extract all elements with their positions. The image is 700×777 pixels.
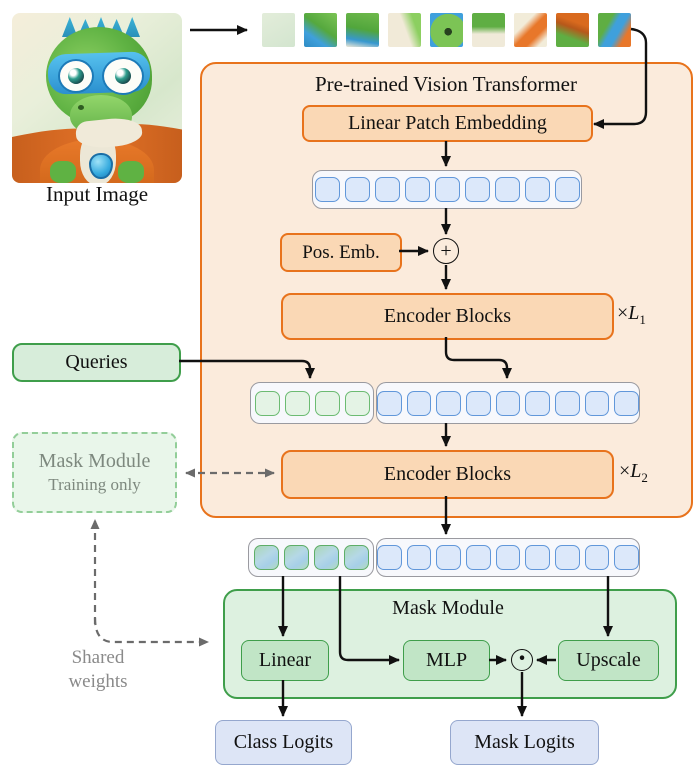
encoder-blocks-1-box: Encoder Blocks — [281, 293, 614, 340]
patch-token — [406, 390, 432, 416]
encoder-blocks-2-box: Encoder Blocks — [281, 450, 614, 499]
layer-variable: L — [628, 302, 640, 324]
image-patch — [598, 13, 631, 47]
layer-subscript: 2 — [641, 470, 648, 485]
query-token — [344, 390, 370, 416]
linear-patch-embedding-box: Linear Patch Embedding — [302, 105, 593, 142]
class-logits-box: Class Logits — [215, 720, 352, 765]
mask-logits-box: Mask Logits — [450, 720, 599, 765]
input-image-label: Input Image — [45, 182, 149, 206]
query-output-token — [253, 545, 279, 570]
patch-token — [314, 177, 340, 202]
patch-token — [494, 177, 520, 202]
training-mask-module-title: Mask Module — [38, 450, 151, 472]
patch-output-token — [555, 545, 580, 570]
mask-module-title: Mask Module — [392, 597, 504, 619]
image-patch — [262, 13, 295, 47]
patch-token — [614, 390, 640, 416]
linear-box: Linear — [241, 640, 329, 681]
layer-subscript: 1 — [639, 312, 646, 327]
image-patch — [472, 13, 505, 47]
query-output-token — [343, 545, 369, 570]
gecko-fist-left — [50, 161, 76, 183]
gecko-iris-right — [115, 68, 131, 84]
patch-token — [555, 390, 580, 416]
shared-weights-line2: weights — [68, 670, 128, 692]
query-output-token — [313, 545, 339, 570]
times-symbol: × — [619, 460, 631, 482]
dot-product-operator-icon: · — [511, 644, 533, 672]
gecko-fist-right — [118, 161, 144, 183]
patch-token — [376, 390, 402, 416]
query-token — [314, 390, 340, 416]
query-token — [254, 390, 280, 416]
token-row-patch-tokens — [376, 382, 640, 424]
token-row-output-patch-tokens — [376, 538, 640, 577]
patch-token — [584, 390, 610, 416]
patch-token — [524, 177, 550, 202]
layer-variable: L — [630, 460, 642, 482]
token-row-query-tokens — [250, 382, 374, 424]
vit-title: Pre-trained Vision Transformer — [315, 72, 577, 96]
upscale-box: Upscale — [558, 640, 659, 681]
query-token — [284, 390, 310, 416]
queries-box: Queries — [12, 343, 181, 382]
arrow-shared-to-mask-module — [93, 617, 209, 647]
patch-output-token — [466, 545, 491, 570]
patch-token — [404, 177, 430, 202]
query-output-token — [283, 545, 309, 570]
image-patch — [514, 13, 547, 47]
patch-token — [344, 177, 370, 202]
mlp-box: MLP — [403, 640, 490, 681]
patch-output-token — [376, 545, 402, 570]
times-symbol: × — [617, 302, 629, 324]
image-patch — [430, 13, 463, 47]
shared-weights-line1: Shared — [71, 647, 125, 668]
gecko-gem — [89, 153, 113, 179]
gecko-nostril — [78, 105, 84, 110]
add-operator-icon: + — [433, 238, 459, 264]
patch-output-token — [614, 545, 640, 570]
training-mask-module-box: Mask Module Training only — [12, 432, 177, 513]
patch-token — [495, 390, 521, 416]
patch-token — [466, 390, 491, 416]
image-patch — [388, 13, 421, 47]
patch-output-token — [495, 545, 521, 570]
gecko-eye-right — [102, 57, 144, 95]
token-row-patch-embeddings — [312, 170, 582, 209]
image-patch — [304, 13, 337, 47]
patch-strip — [262, 13, 631, 47]
patch-output-token — [436, 545, 461, 570]
patch-output-token — [525, 545, 551, 570]
training-only-label: Training only — [48, 475, 141, 494]
image-patch — [346, 13, 379, 47]
patch-token — [374, 177, 400, 202]
encoder-blocks-1-multiplier: ×L1 — [617, 302, 646, 328]
patch-output-token — [406, 545, 432, 570]
image-patch — [556, 13, 589, 47]
gecko-iris-left — [68, 68, 84, 84]
patch-token — [464, 177, 490, 202]
token-row-output-query-tokens — [248, 538, 374, 577]
gecko-eye-left — [58, 59, 94, 93]
patch-token — [434, 177, 460, 202]
patch-output-token — [584, 545, 610, 570]
encoder-blocks-2-multiplier: ×L2 — [619, 460, 648, 486]
shared-weights-label: Shared weights — [42, 646, 154, 694]
patch-token — [436, 390, 461, 416]
patch-token — [525, 390, 551, 416]
pos-emb-box: Pos. Emb. — [280, 233, 402, 272]
input-image — [12, 13, 182, 183]
patch-token — [554, 177, 580, 202]
